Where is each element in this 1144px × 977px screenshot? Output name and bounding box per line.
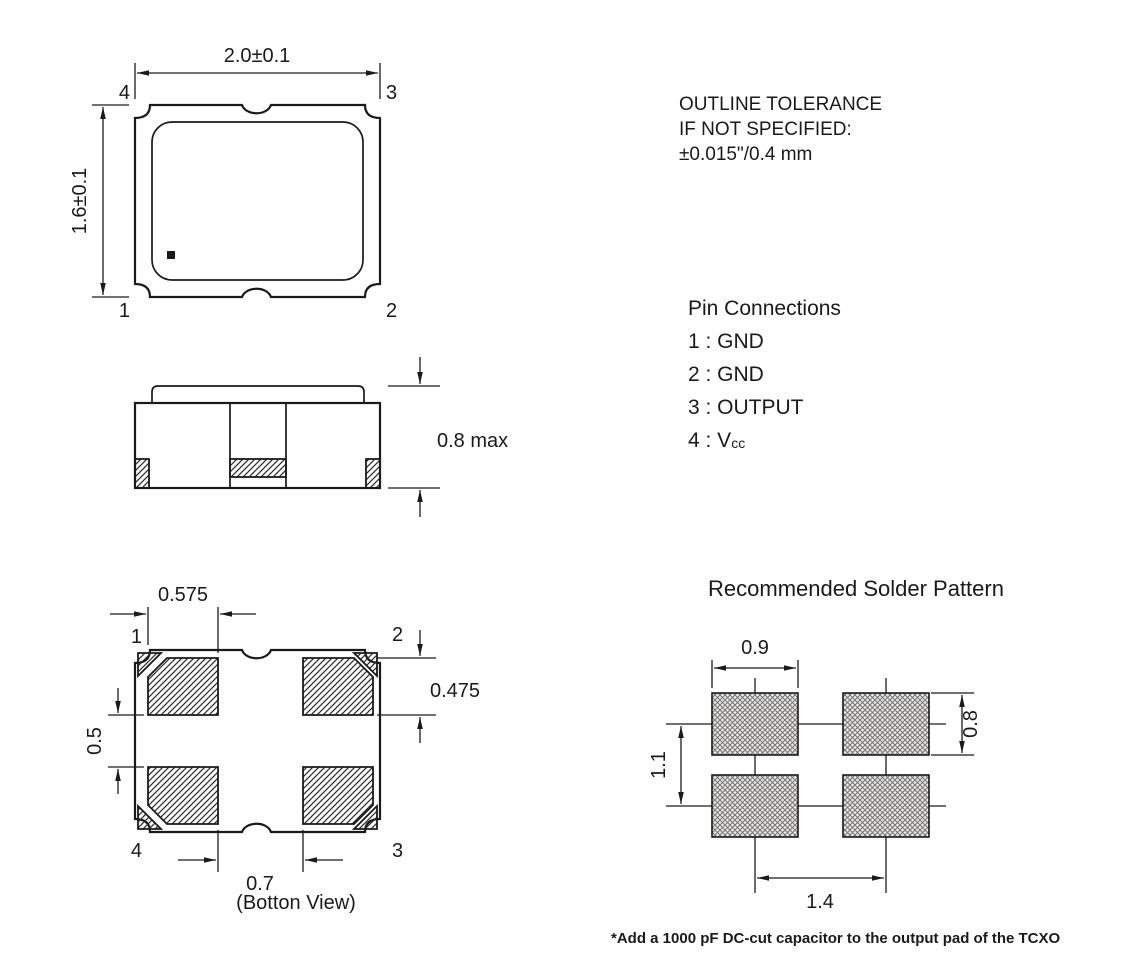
top-view-pin4-label: 4: [119, 82, 130, 104]
corner-metallization: [137, 803, 164, 830]
bottom-view-body-outline: [133, 648, 382, 834]
tolerance-note: OUTLINE TOLERANCE IF NOT SPECIFIED: ±0.0…: [679, 92, 882, 167]
side-view-center-pad: [229, 458, 287, 478]
side-view-left-pad: [134, 458, 150, 489]
bottom-view-pad-gap-label: 0.5: [84, 727, 106, 755]
bottom-view-caption: (Botton View): [236, 892, 356, 914]
bottom-view-pin2-label: 2: [392, 624, 403, 646]
bottom-view-pad-height-label: 0.475: [430, 680, 480, 702]
bottom-view-pad-height-dimension: 0.475: [377, 630, 480, 743]
tolerance-line-1: OUTLINE TOLERANCE: [679, 94, 883, 115]
solder-col-pitch-label: 1.4: [806, 891, 834, 913]
solder-pad: [842, 692, 930, 756]
bottom-view-pin4-label: 4: [131, 840, 142, 862]
top-view-body-outline: [133, 103, 382, 299]
top-view-height-dimension: 1.6±0.1: [69, 104, 129, 298]
tolerance-line-2: IF NOT SPECIFIED:: [679, 119, 852, 140]
pin-connection-1: 1 : GND: [688, 330, 764, 353]
bottom-view-drawing: 0.575 0.475 0.5 0.7: [84, 584, 480, 895]
solder-pad: [842, 774, 930, 838]
bottom-pad-1: [147, 657, 219, 716]
bottom-view-notch-label: 0.7: [246, 873, 274, 895]
corner-metallization: [351, 652, 378, 679]
solder-pattern-title: Recommended Solder Pattern: [708, 576, 1004, 601]
bottom-view-pin3-label: 3: [392, 840, 403, 862]
solder-row-pitch-label: 1.1: [648, 751, 670, 779]
tolerance-line-3: ±0.015"/0.4 mm: [679, 144, 813, 165]
corner-metallization: [137, 652, 164, 679]
side-view-drawing: 0.8 max: [133, 357, 508, 517]
pin1-index-marker: [167, 251, 175, 259]
top-view-pin2-label: 2: [386, 300, 397, 322]
solder-col-pitch-dimension: 1.4: [757, 875, 884, 913]
bottom-view-pin1-label: 1: [131, 626, 142, 648]
bottom-view-pad-width-label: 0.575: [158, 584, 208, 606]
corner-metallization: [351, 803, 378, 830]
top-view-width-label: 2.0±0.1: [224, 45, 291, 67]
side-view-right-pad: [365, 458, 381, 489]
top-view-height-label: 1.6±0.1: [69, 168, 91, 235]
solder-pad: [711, 692, 799, 756]
bottom-view-pad-gap-dimension: 0.5: [84, 688, 144, 794]
side-view-height-dimension: 0.8 max: [388, 357, 508, 517]
top-view-drawing: 2.0±0.1 1.6±0.1 4 3 1 2: [69, 45, 397, 322]
solder-pad-height-label: 0.8: [960, 710, 982, 738]
side-view-body: [133, 401, 382, 490]
pin-connection-4: 4 : Vcc: [688, 424, 841, 460]
top-view-width-dimension: 2.0±0.1: [134, 45, 381, 99]
solder-pattern-drawing: 0.9 0.8 1.1 1.4: [648, 637, 982, 913]
pin-connection-2: 2 : GND: [688, 363, 764, 386]
bottom-pad-3: [302, 766, 374, 825]
side-view-height-label: 0.8 max: [437, 430, 508, 452]
top-view-pin1-label: 1: [119, 300, 130, 322]
pin-connections: Pin Connections 1 : GND 2 : GND 3 : OUTP…: [688, 292, 841, 460]
solder-pad-height-dimension: 0.8: [931, 692, 982, 756]
bottom-pad-2: [302, 657, 374, 716]
top-view-pin3-label: 3: [386, 82, 397, 104]
side-view-lid: [151, 385, 365, 403]
solder-row-pitch-dimension: 1.1: [648, 726, 684, 804]
top-view-lid-outline: [151, 121, 364, 281]
dc-cut-capacitor-footnote: *Add a 1000 pF DC-cut capacitor to the o…: [611, 930, 1061, 947]
pin-connection-4-base: 4 : V: [688, 429, 732, 452]
bottom-view-pad-width-dimension: 0.575: [110, 584, 256, 653]
bottom-pad-4: [147, 766, 219, 825]
pin-connections-title: Pin Connections: [688, 297, 841, 320]
solder-pad-width-dimension: 0.9: [711, 637, 799, 688]
solder-pad: [711, 774, 799, 838]
bottom-view-notch-dimension: 0.7: [178, 830, 343, 895]
pin-connection-4-subscript: cc: [731, 435, 746, 451]
pin-connection-3: 3 : OUTPUT: [688, 396, 804, 419]
solder-pad-width-label: 0.9: [741, 637, 769, 659]
